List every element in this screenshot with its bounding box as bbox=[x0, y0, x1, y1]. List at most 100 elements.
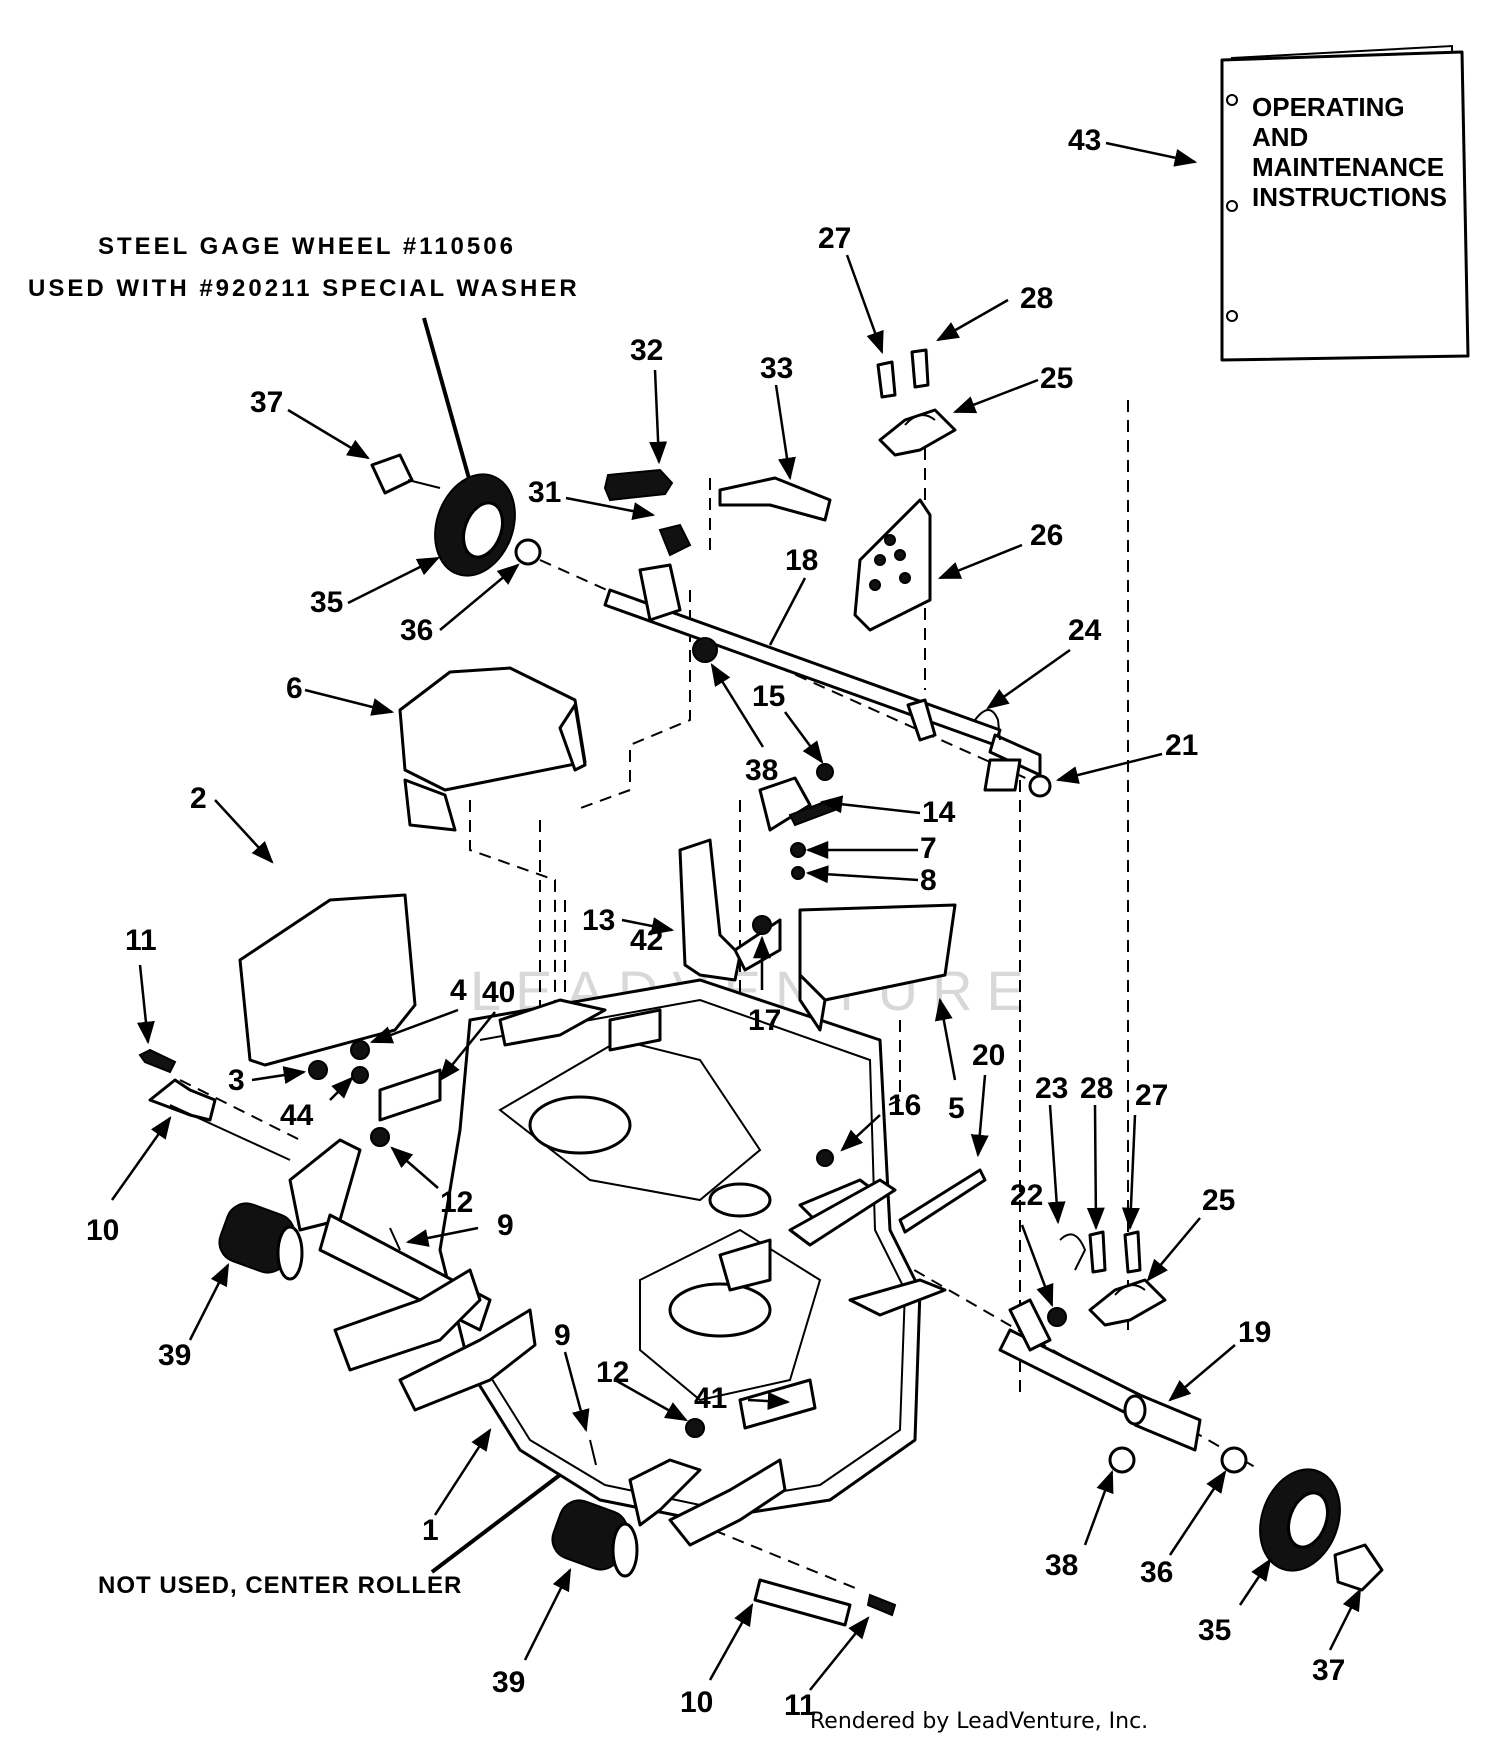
pin-21 bbox=[1028, 774, 1052, 798]
callout-37-top: 37 bbox=[250, 386, 283, 419]
callout-2: 2 bbox=[190, 782, 207, 815]
callout-39-bottom: 39 bbox=[492, 1666, 525, 1699]
callout-15: 15 bbox=[752, 680, 785, 713]
callout-12-bottom: 12 bbox=[596, 1356, 629, 1389]
callout-36-bottom: 36 bbox=[1140, 1556, 1173, 1589]
clamp-25-top bbox=[878, 408, 957, 457]
washer-36-top bbox=[514, 538, 542, 566]
callout-25-top: 25 bbox=[1040, 362, 1073, 395]
pin-9-left bbox=[389, 1227, 401, 1251]
callout-28-bottom: 28 bbox=[1080, 1072, 1113, 1105]
cover-2 bbox=[238, 893, 417, 1067]
bolt-3 bbox=[308, 1060, 328, 1080]
bolt-37-top bbox=[370, 453, 414, 495]
nut-12-bottom bbox=[685, 1418, 705, 1438]
manual-line-4: INSTRUCTIONS bbox=[1252, 182, 1447, 212]
rod-20 bbox=[898, 1168, 987, 1234]
gage-wheel-35-bottom bbox=[1259, 1468, 1341, 1572]
clamp-25-bottom bbox=[1088, 1278, 1167, 1327]
bolt-11-left bbox=[138, 1048, 177, 1074]
callout-27-bottom: 27 bbox=[1135, 1079, 1168, 1112]
callout-44: 44 bbox=[280, 1099, 314, 1132]
render-credit: Rendered by LeadVenture, Inc. bbox=[810, 1709, 1148, 1734]
callout-22: 22 bbox=[1010, 1179, 1043, 1212]
center-roller-note: NOT USED, CENTER ROLLER bbox=[98, 1572, 462, 1599]
gage-wheel-note-line-2: USED WITH #920211 SPECIAL WASHER bbox=[28, 275, 580, 302]
operating-manual: OPERATING AND MAINTENANCE INSTRUCTIONS bbox=[1220, 44, 1470, 362]
gage-wheel-note-line-1: STEEL GAGE WHEEL #110506 bbox=[98, 233, 516, 260]
bolt-7 bbox=[790, 842, 806, 858]
gage-wheel-35-top bbox=[434, 473, 516, 577]
cover-5 bbox=[798, 903, 957, 1032]
height-quadrant-26 bbox=[853, 498, 932, 632]
mower-deck bbox=[378, 978, 947, 1522]
callout-4: 4 bbox=[450, 974, 467, 1007]
callout-9-left: 9 bbox=[497, 1209, 514, 1242]
nut-4 bbox=[350, 1040, 370, 1060]
bolts-27-28-bottom bbox=[1088, 1230, 1142, 1274]
callout-12-left: 12 bbox=[440, 1186, 473, 1219]
nut-12-left bbox=[370, 1127, 390, 1147]
gage-wheel-note-leader bbox=[422, 317, 472, 483]
callout-21: 21 bbox=[1165, 729, 1198, 762]
decal-40 bbox=[378, 1068, 442, 1122]
callout-39-left: 39 bbox=[158, 1339, 191, 1372]
callout-33: 33 bbox=[760, 352, 793, 385]
spacer-14 bbox=[758, 776, 812, 832]
callout-23: 23 bbox=[1035, 1072, 1068, 1105]
callout-42: 42 bbox=[630, 924, 663, 957]
callout-3: 3 bbox=[228, 1064, 245, 1097]
axle-10-left bbox=[148, 1078, 217, 1122]
callout-31: 31 bbox=[528, 476, 561, 509]
callout-38-top: 38 bbox=[745, 754, 778, 787]
washer-36-bottom bbox=[1220, 1446, 1248, 1474]
washer-8 bbox=[791, 866, 805, 880]
callout-20: 20 bbox=[972, 1039, 1005, 1072]
callout-8: 8 bbox=[920, 864, 937, 897]
callout-41: 41 bbox=[694, 1382, 727, 1415]
cover-6 bbox=[398, 666, 587, 832]
manual-line-2: AND bbox=[1252, 122, 1308, 152]
callout-11-left: 11 bbox=[125, 924, 157, 957]
bolt-16 bbox=[816, 1149, 834, 1167]
clip-24 bbox=[974, 709, 1001, 741]
left-roller-assembly bbox=[138, 1048, 537, 1412]
washer-44 bbox=[351, 1066, 369, 1084]
callout-6: 6 bbox=[286, 672, 303, 705]
nut-38-bottom bbox=[1108, 1446, 1136, 1474]
callout-14: 14 bbox=[922, 796, 956, 829]
bottom-roller-assembly bbox=[551, 1458, 897, 1627]
callout-36-top: 36 bbox=[400, 614, 433, 647]
manual-line-3: MAINTENANCE bbox=[1252, 152, 1444, 182]
callout-28-top: 28 bbox=[1020, 282, 1053, 315]
callout-18: 18 bbox=[785, 544, 818, 577]
callout-7: 7 bbox=[920, 832, 937, 865]
decal-42 bbox=[608, 1008, 662, 1052]
bracket-13 bbox=[678, 838, 782, 982]
manual-line-1: OPERATING bbox=[1252, 92, 1405, 122]
callout-32: 32 bbox=[630, 334, 663, 367]
callout-arrows bbox=[110, 141, 1362, 1691]
callout-37-bottom: 37 bbox=[1312, 1654, 1345, 1687]
pin-9-bottom bbox=[589, 1439, 597, 1466]
lift-rod-18 bbox=[603, 563, 1042, 792]
callout-43: 43 bbox=[1068, 124, 1101, 157]
bolt-37-bottom bbox=[1333, 1543, 1384, 1592]
callout-26: 26 bbox=[1030, 519, 1063, 552]
nut-38-top bbox=[692, 637, 718, 663]
axle-10-bottom bbox=[753, 1578, 852, 1627]
spring-31 bbox=[658, 523, 692, 557]
nut-22 bbox=[1047, 1307, 1067, 1327]
callout-9-bottom: 9 bbox=[554, 1319, 571, 1352]
callout-24: 24 bbox=[1068, 614, 1102, 647]
callout-25-bottom: 25 bbox=[1202, 1184, 1235, 1217]
callout-35-top: 35 bbox=[310, 586, 343, 619]
callout-27-top: 27 bbox=[818, 222, 851, 255]
bolts-27-28-top bbox=[876, 348, 930, 399]
callout-11-bottom: 11 bbox=[784, 1689, 816, 1722]
nut-17 bbox=[752, 915, 772, 935]
callout-10-bottom: 10 bbox=[680, 1686, 713, 1719]
bolt-11-bottom bbox=[866, 1593, 897, 1617]
